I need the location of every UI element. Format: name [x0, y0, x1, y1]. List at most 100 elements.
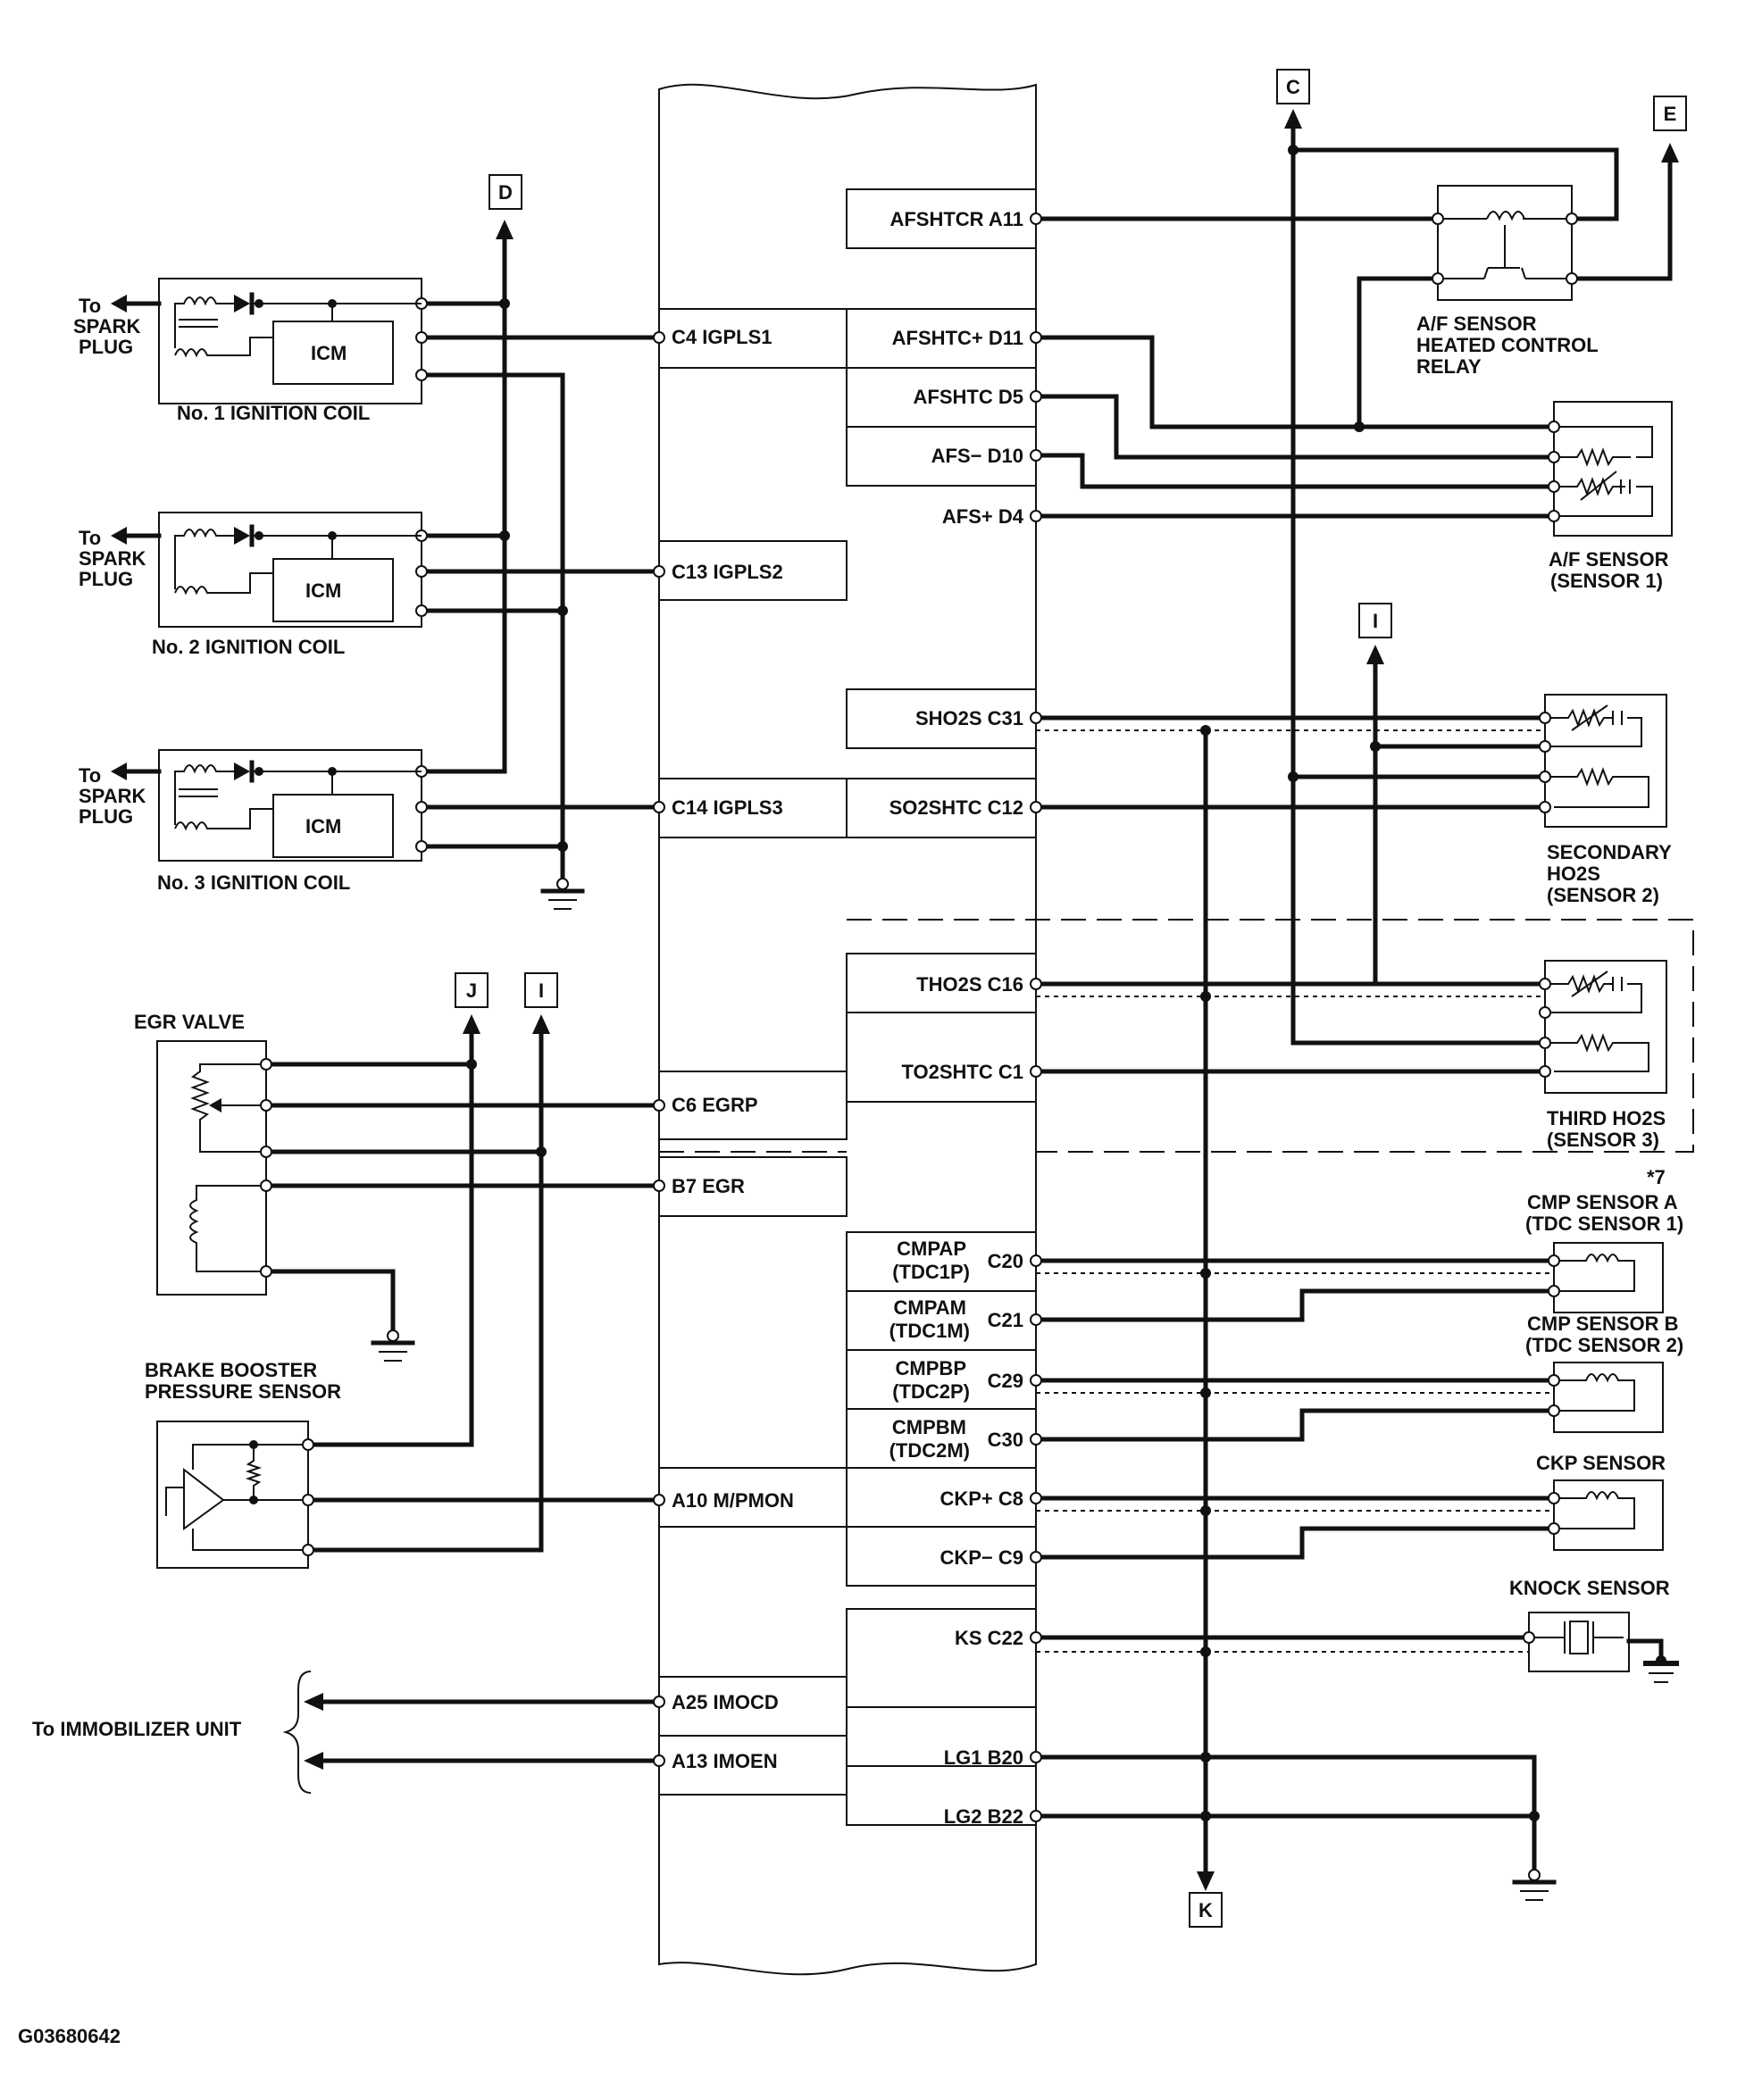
coil1-to-label: To	[79, 295, 101, 317]
pin-c6: C6 EGRP	[672, 1094, 758, 1116]
connector-d: D	[498, 181, 513, 204]
immobilizer-label: To IMMOBILIZER UNIT	[32, 1718, 242, 1740]
pin-d4: AFS+ D4	[942, 505, 1024, 528]
pin-c14: C14 IGPLS3	[672, 796, 783, 819]
pin-c20-alt: (TDC1P)	[892, 1261, 970, 1283]
coil3-to-label: To	[79, 764, 101, 787]
ignition-coil-2	[111, 512, 428, 628]
pin-c1: TO2SHTC C1	[901, 1061, 1023, 1083]
ecm-left-labels: C4 IGPLS1 C13 IGPLS2 C14 IGPLS3 C6 EGRP …	[672, 326, 794, 1772]
pin-c30-name: CMPBM	[892, 1416, 966, 1438]
icm-2-label: ICM	[305, 579, 341, 602]
connector-i-left: I	[539, 979, 544, 1002]
pin-c22: KS C22	[955, 1627, 1023, 1649]
third-ho2s-label-2: (SENSOR 3)	[1547, 1129, 1659, 1151]
pin-a13: A13 IMOEN	[672, 1750, 778, 1772]
knock-label: KNOCK SENSOR	[1509, 1577, 1670, 1599]
pin-c21-name: CMPAM	[894, 1296, 966, 1319]
secondary-ho2s-label-1: SECONDARY	[1547, 841, 1672, 863]
pin-c29-num: C29	[988, 1370, 1023, 1392]
ckp-label: CKP SENSOR	[1536, 1452, 1666, 1474]
coil1-plug-label: PLUG	[79, 336, 133, 358]
pin-d11: AFSHTC+ D11	[892, 327, 1023, 349]
relay-label-1: A/F SENSOR	[1416, 312, 1537, 335]
icm-3-label: ICM	[305, 815, 341, 838]
third-ho2s-option-outline	[659, 919, 1694, 1153]
pin-b7: B7 EGR	[672, 1175, 745, 1197]
brake-booster-sensor	[156, 1421, 314, 1569]
connector-boxes	[455, 69, 1687, 1928]
coil2-plug-label: PLUG	[79, 568, 133, 590]
cmp-sensor-b	[1548, 1362, 1664, 1433]
cmp-sensor-a	[1548, 1242, 1664, 1313]
af-sensor-label-2: (SENSOR 1)	[1550, 570, 1663, 592]
secondary-ho2s-label-3: (SENSOR 2)	[1547, 884, 1659, 906]
coil3-label: No. 3 IGNITION COIL	[157, 871, 350, 894]
relay-label-2: HEATED CONTROL	[1416, 334, 1599, 356]
lg-ground	[1512, 1869, 1557, 1901]
coil2-spark-label: SPARK	[79, 547, 146, 570]
cmp-a-label-1: CMP SENSOR A	[1527, 1191, 1678, 1213]
connector-j: J	[466, 979, 477, 1002]
coil1-label: No. 1 IGNITION COIL	[177, 402, 370, 424]
connector-labels: D C E I J I K	[466, 76, 1676, 1921]
pin-a10: A10 M/PMON	[672, 1489, 794, 1512]
component-labels: To SPARK PLUG No. 1 IGNITION COIL To SPA…	[18, 295, 1683, 2047]
pin-c30-alt: (TDC2M)	[889, 1439, 970, 1462]
ecm-left-terminals	[653, 331, 665, 1767]
ecm-right-terminals	[1030, 212, 1042, 1822]
cmp-b-label-1: CMP SENSOR B	[1527, 1312, 1679, 1335]
egr-valve	[156, 1040, 272, 1296]
bbps-label-1: BRAKE BOOSTER	[145, 1359, 317, 1381]
pin-c16: THO2S C16	[916, 973, 1023, 996]
connector-k: K	[1198, 1899, 1213, 1921]
pin-c20-num: C20	[988, 1250, 1023, 1272]
pin-b22: LG2 B22	[944, 1805, 1023, 1828]
af-heater-relay	[1432, 185, 1578, 301]
pin-c9: CKP− C9	[939, 1546, 1023, 1569]
figure-id: G03680642	[18, 2025, 121, 2047]
pin-a25: A25 IMOCD	[672, 1691, 779, 1713]
right-wiring	[1033, 113, 1673, 1885]
third-ho2s	[1539, 960, 1667, 1094]
pin-d10: AFS− D10	[931, 445, 1023, 467]
af-sensor	[1548, 401, 1673, 537]
af-sensor-label-1: A/F SENSOR	[1549, 548, 1669, 571]
left-junctions	[304, 220, 585, 1770]
egr-label: EGR VALVE	[134, 1011, 245, 1033]
pin-b20: LG1 B20	[944, 1746, 1023, 1769]
bbps-label-2: PRESSURE SENSOR	[145, 1380, 341, 1403]
connector-i-top: I	[1373, 610, 1378, 632]
pin-c4: C4 IGPLS1	[672, 326, 772, 348]
left-wiring	[263, 225, 662, 1763]
cmp-b-label-2: (TDC SENSOR 2)	[1525, 1334, 1683, 1356]
connector-e: E	[1664, 103, 1677, 125]
coil3-spark-label: SPARK	[79, 785, 146, 807]
pin-c21-alt: (TDC1M)	[889, 1320, 970, 1342]
pin-c30-num: C30	[988, 1429, 1023, 1451]
pin-c29-alt: (TDC2P)	[892, 1380, 970, 1403]
coil1-spark-label: SPARK	[73, 315, 140, 338]
note-7: *7	[1647, 1166, 1666, 1188]
ecm-right-pin-boxes	[846, 188, 1037, 1826]
third-ho2s-label-1: THIRD HO2S	[1547, 1107, 1666, 1129]
ecm-right-labels: AFSHTCR A11 AFSHTC+ D11 AFSHTC D5 AFS− D…	[889, 208, 1024, 1828]
coil3-plug-label: PLUG	[79, 805, 133, 828]
secondary-ho2s-label-2: HO2S	[1547, 862, 1600, 885]
pin-c12: SO2SHTC C12	[889, 796, 1023, 819]
pin-c13: C13 IGPLS2	[672, 561, 783, 583]
ecm-body	[658, 83, 1037, 1976]
coil2-label: No. 2 IGNITION COIL	[152, 636, 345, 658]
pin-c31: SHO2S C31	[915, 707, 1023, 729]
pin-c21-num: C21	[988, 1309, 1023, 1331]
ecm-left-pin-boxes	[658, 308, 848, 1796]
right-junctions	[1197, 109, 1679, 1891]
pin-c8: CKP+ C8	[939, 1488, 1023, 1510]
ignition-coil-1	[111, 278, 428, 404]
knock-sensor	[1523, 1612, 1679, 1683]
ckp-sensor	[1548, 1479, 1664, 1551]
pin-a11: AFSHTCR A11	[889, 208, 1023, 230]
pin-c29-name: CMPBP	[896, 1357, 966, 1379]
connector-c: C	[1286, 76, 1300, 98]
